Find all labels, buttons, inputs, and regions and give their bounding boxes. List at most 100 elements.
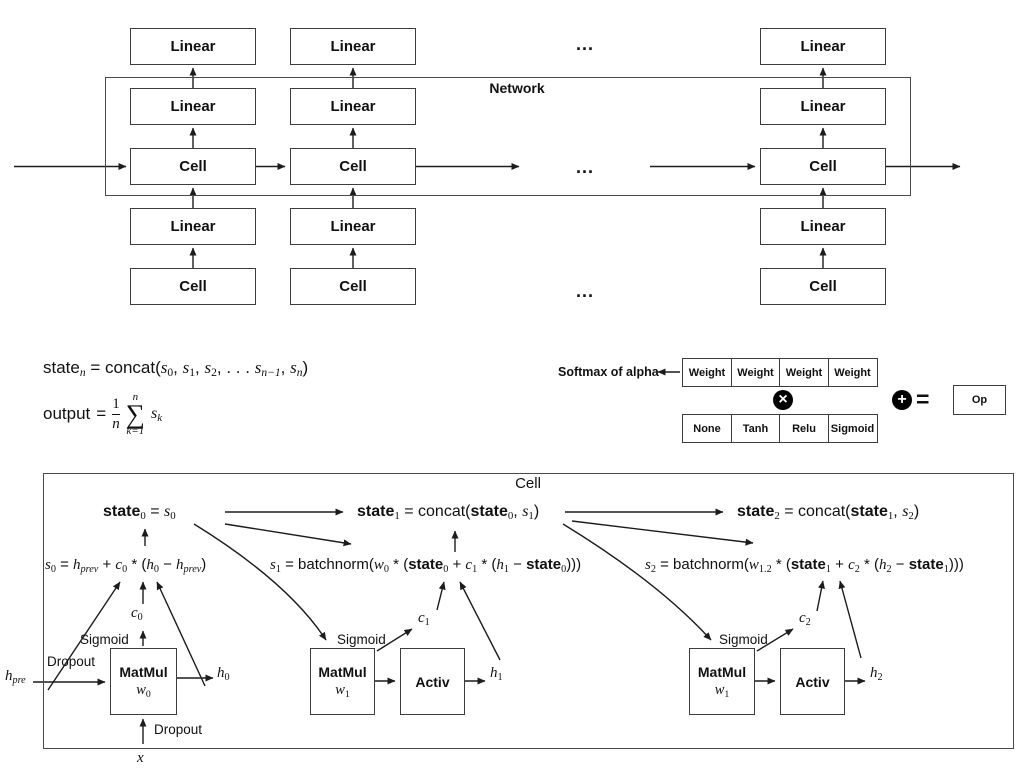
ops-row: None Tanh Relu Sigmoid bbox=[682, 414, 878, 443]
linear-box-label: Linear bbox=[330, 38, 376, 55]
equation-state2: state2 = concat(state1, s2) bbox=[737, 503, 920, 523]
weight-row: Weight Weight Weight Weight bbox=[682, 358, 878, 387]
weight-box: Weight bbox=[779, 358, 829, 387]
summation: n ∑ k=1 bbox=[126, 392, 145, 437]
weight-label: Weight bbox=[834, 366, 871, 379]
linear-box-label: Linear bbox=[800, 98, 846, 115]
cell-box: Cell bbox=[130, 268, 256, 305]
cell-box: Cell bbox=[130, 148, 256, 185]
weight-label: Weight bbox=[737, 366, 774, 379]
linear-box-label: Linear bbox=[800, 218, 846, 235]
w1-label: w1 bbox=[335, 681, 350, 700]
equation-output: output = 1 n n ∑ k=1 sk bbox=[43, 392, 162, 437]
cell-box: Cell bbox=[290, 148, 416, 185]
h0-label: h0 bbox=[217, 665, 230, 683]
dropout-x-label: Dropout bbox=[154, 722, 203, 737]
network-box bbox=[105, 77, 911, 196]
dropout-input-label: Dropout bbox=[47, 654, 96, 669]
op-none-box: None bbox=[682, 414, 732, 443]
matmul-label: MatMul bbox=[119, 663, 168, 680]
h-pre-label: hpre bbox=[5, 668, 26, 686]
cell-box-label: Cell bbox=[809, 158, 837, 175]
activ-box-2: Activ bbox=[780, 648, 845, 715]
linear-box-label: Linear bbox=[800, 38, 846, 55]
weight-label: Weight bbox=[785, 366, 823, 379]
op-label: Sigmoid bbox=[830, 422, 875, 435]
softmax-label: Softmax of alpha bbox=[558, 365, 659, 379]
weight-box: Weight bbox=[682, 358, 732, 387]
ellipsis: ... bbox=[575, 281, 595, 301]
linear-box: Linear bbox=[290, 28, 416, 65]
linear-box: Linear bbox=[290, 88, 416, 125]
matmul-label: MatMul bbox=[318, 663, 367, 680]
summation-term: sk bbox=[150, 404, 163, 424]
x-input-label: x bbox=[137, 750, 144, 766]
weight-box: Weight bbox=[827, 358, 878, 387]
activ-label: Activ bbox=[415, 673, 450, 690]
add-glyph: + bbox=[897, 391, 907, 408]
linear-box: Linear bbox=[760, 28, 886, 65]
op-relu-box: Relu bbox=[779, 414, 829, 443]
summation-lower: k=1 bbox=[126, 424, 145, 437]
output-equals: = bbox=[96, 404, 107, 424]
h1-label: h1 bbox=[490, 665, 503, 683]
mixer-equals: = bbox=[916, 386, 930, 412]
equation-state1: state1 = concat(state0, s1) bbox=[357, 503, 540, 523]
cell-box-label: Cell bbox=[179, 278, 207, 295]
cell-box: Cell bbox=[760, 148, 886, 185]
op-label: Tanh bbox=[742, 422, 769, 435]
fraction-numerator: 1 bbox=[112, 395, 120, 412]
multiply-icon: × bbox=[773, 390, 793, 410]
cell-detail-box bbox=[43, 473, 1014, 749]
fraction: 1 n bbox=[112, 395, 120, 432]
matmul-label: MatMul bbox=[697, 663, 747, 680]
w1-label: w1 bbox=[714, 681, 730, 700]
cell-box-label: Cell bbox=[339, 278, 367, 295]
cell-box: Cell bbox=[290, 268, 416, 305]
op-result-label: Op bbox=[971, 394, 988, 406]
output-lhs: output bbox=[43, 404, 91, 424]
cell-box: Cell bbox=[760, 268, 886, 305]
op-label: Relu bbox=[792, 422, 816, 435]
sigmoid-label-2: Sigmoid bbox=[719, 632, 768, 647]
cell-box-label: Cell bbox=[809, 278, 837, 295]
equation-s2: s2 = batchnorm(w1.2 * (state1 + c2 * (h2… bbox=[645, 556, 964, 575]
op-tanh-box: Tanh bbox=[730, 414, 781, 443]
equation-state-n: staten = concat(s0, s1, s2, . . . sn−1, … bbox=[43, 358, 309, 380]
equation-s1: s1 = batchnorm(w0 * (state0 + c1 * (h1 −… bbox=[270, 556, 582, 575]
equation-state0: state0 = s0 bbox=[103, 503, 176, 523]
linear-box: Linear bbox=[130, 88, 256, 125]
equation-s0: s0 = hprev + c0 * (h0 − hprev) bbox=[45, 556, 207, 575]
multiply-glyph: × bbox=[778, 391, 788, 408]
op-label: None bbox=[693, 422, 721, 435]
fraction-bar bbox=[112, 413, 120, 416]
op-sigmoid-box: Sigmoid bbox=[827, 414, 878, 443]
activ-box-1: Activ bbox=[400, 648, 465, 715]
ellipsis: ... bbox=[575, 34, 595, 54]
linear-box: Linear bbox=[760, 208, 886, 245]
cell-box-label: Cell bbox=[179, 158, 207, 175]
linear-box: Linear bbox=[290, 208, 416, 245]
w0-label: w0 bbox=[136, 681, 151, 700]
linear-box-label: Linear bbox=[330, 98, 376, 115]
cell-title: Cell bbox=[515, 475, 541, 492]
linear-box-label: Linear bbox=[170, 98, 216, 115]
weight-box: Weight bbox=[730, 358, 781, 387]
sigmoid-label-0: Sigmoid bbox=[80, 632, 129, 647]
cell-box-label: Cell bbox=[339, 158, 367, 175]
linear-box: Linear bbox=[130, 208, 256, 245]
add-icon: + bbox=[892, 390, 912, 410]
sigma-symbol: ∑ bbox=[125, 399, 145, 429]
sigmoid-label-1: Sigmoid bbox=[337, 632, 386, 647]
matmul-w1-box: MatMul w1 bbox=[310, 648, 375, 715]
weight-label: Weight bbox=[688, 366, 726, 379]
linear-box-label: Linear bbox=[330, 218, 376, 235]
matmul-w0-box: MatMul w0 bbox=[110, 648, 177, 715]
network-title: Network bbox=[489, 80, 545, 96]
linear-box: Linear bbox=[130, 28, 256, 65]
h2-label: h2 bbox=[870, 665, 883, 683]
matmul-w1-box-2: MatMul w1 bbox=[689, 648, 755, 715]
c0-label: c0 bbox=[131, 605, 143, 623]
